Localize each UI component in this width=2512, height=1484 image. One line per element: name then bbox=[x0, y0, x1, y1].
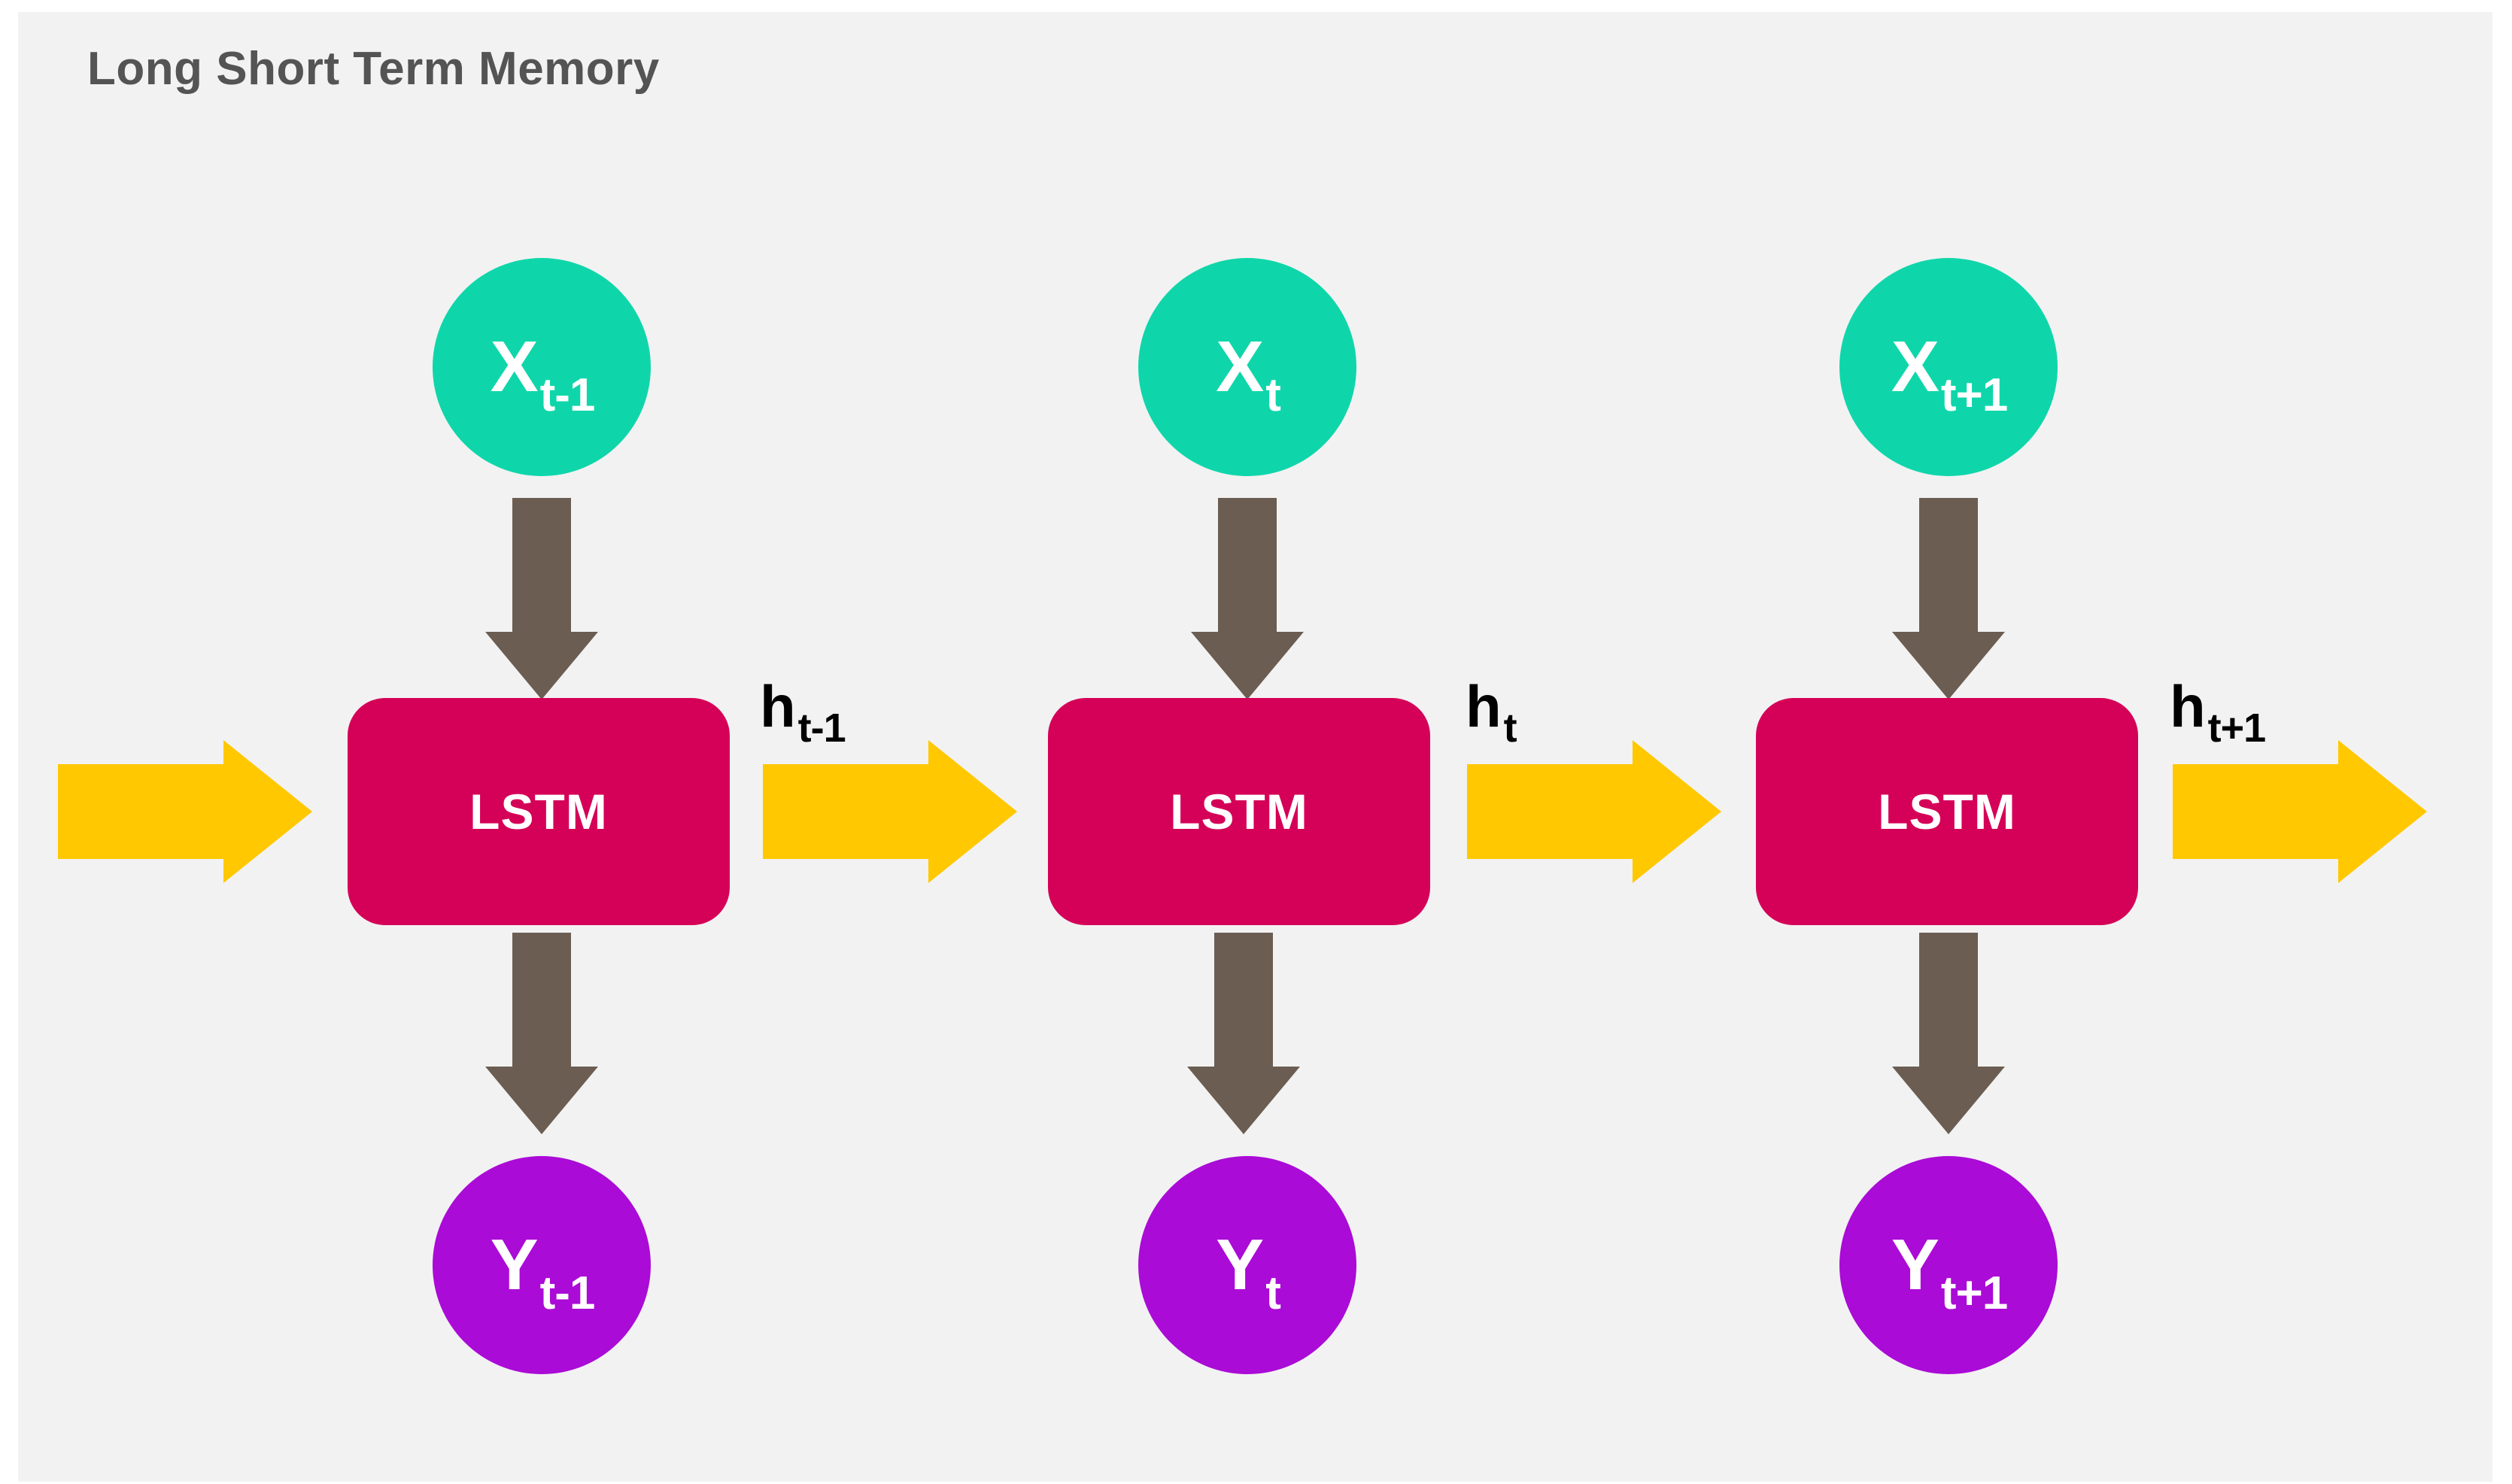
lstm-cell-t-minus-1[interactable]: LSTM bbox=[348, 698, 730, 925]
outgoing-state-arrow bbox=[2173, 740, 2427, 883]
arrow-head bbox=[928, 740, 1017, 883]
arrow-head bbox=[1892, 632, 2005, 700]
arrow-shaft bbox=[512, 933, 571, 1068]
lstm-cell-label: LSTM bbox=[1170, 784, 1308, 839]
arrow-head bbox=[1187, 1067, 1300, 1134]
arrow-shaft bbox=[1214, 933, 1273, 1068]
arrow-head bbox=[485, 1067, 598, 1134]
arrow-shaft bbox=[1919, 933, 1978, 1068]
cell-to-output-arrow-t bbox=[1187, 933, 1300, 1134]
arrow-head bbox=[485, 632, 598, 700]
input-to-cell-arrow-t-plus-1 bbox=[1892, 498, 2005, 700]
lstm-cell-t-plus-1[interactable]: LSTM bbox=[1756, 698, 2138, 925]
arrow-head bbox=[1892, 1067, 2005, 1134]
arrow-shaft bbox=[1919, 498, 1978, 633]
cell-to-output-arrow-t-minus-1 bbox=[485, 933, 598, 1134]
arrow-shaft bbox=[2173, 764, 2341, 859]
incoming-state-arrow bbox=[58, 740, 312, 883]
input-to-cell-arrow-t-minus-1 bbox=[485, 498, 598, 700]
arrow-head bbox=[223, 740, 312, 883]
arrow-shaft bbox=[1467, 764, 1636, 859]
state-arrow-t bbox=[1467, 740, 1721, 883]
lstm-cell-label: LSTM bbox=[469, 784, 608, 839]
cell-to-output-arrow-t-plus-1 bbox=[1892, 933, 2005, 1134]
arrow-shaft bbox=[512, 498, 571, 633]
arrow-head bbox=[1633, 740, 1721, 883]
state-arrow-t-minus-1 bbox=[763, 740, 1017, 883]
arrow-shaft bbox=[1218, 498, 1277, 633]
input-to-cell-arrow-t bbox=[1191, 498, 1304, 700]
arrow-shaft bbox=[58, 764, 226, 859]
arrow-shaft bbox=[763, 764, 931, 859]
arrow-head bbox=[2338, 740, 2427, 883]
page-title: Long Short Term Memory bbox=[87, 43, 660, 95]
lstm-cell-t[interactable]: LSTM bbox=[1048, 698, 1430, 925]
arrow-head bbox=[1191, 632, 1304, 700]
lstm-cell-label: LSTM bbox=[1878, 784, 2016, 839]
